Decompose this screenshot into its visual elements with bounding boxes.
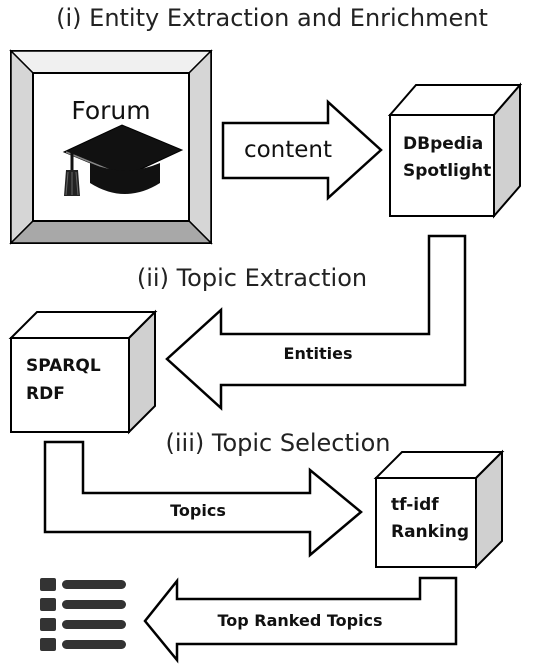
- tfidf-ranking-box: [373, 449, 505, 570]
- stage1-title: (i) Entity Extraction and Enrichment: [56, 4, 488, 32]
- tfidf-label-line2: Ranking: [391, 522, 469, 542]
- top-ranked-topics-label: Top Ranked Topics: [217, 611, 382, 630]
- dbpedia-label-line1: DBpedia: [403, 134, 483, 154]
- content-arrow: [221, 99, 383, 201]
- entities-arrow: [165, 234, 467, 411]
- entities-arrow-label: Entities: [284, 344, 353, 363]
- topics-arrow: [43, 440, 363, 558]
- forum-label: Forum: [71, 96, 150, 125]
- sparql-rdf-box: [8, 309, 158, 435]
- stage2-title: (ii) Topic Extraction: [137, 264, 367, 292]
- list-icon: [40, 578, 126, 651]
- tfidf-label-line1: tf-idf: [391, 495, 439, 515]
- top-ranked-topics-arrow: [143, 576, 458, 664]
- graduation-cap-icon: [62, 124, 184, 196]
- content-arrow-label: content: [244, 137, 332, 163]
- sparql-label-line2: RDF: [26, 384, 65, 404]
- stage3-title: (iii) Topic Selection: [166, 429, 391, 457]
- dbpedia-label-line2: Spotlight: [403, 161, 491, 181]
- sparql-label-line1: SPARQL: [26, 356, 101, 376]
- dbpedia-spotlight-box: [387, 82, 523, 219]
- topics-arrow-label: Topics: [170, 501, 226, 520]
